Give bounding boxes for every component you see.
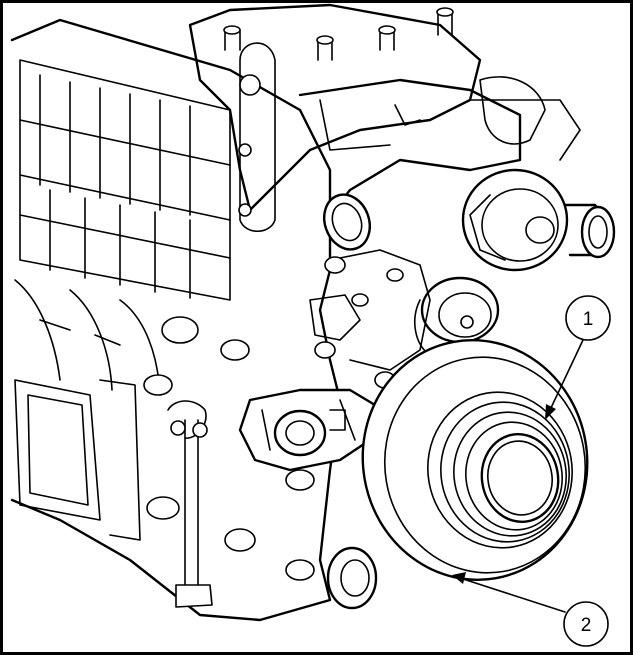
callout-2-label: 2 xyxy=(581,615,592,636)
upper-housing xyxy=(188,3,581,251)
callout-2-arrowhead xyxy=(452,572,466,584)
water-pump xyxy=(461,168,616,272)
lower-boss xyxy=(326,546,378,610)
callout-2: 2 xyxy=(452,572,609,647)
callout-1-arrowhead xyxy=(545,404,556,420)
engine-mount xyxy=(238,388,377,472)
crankshaft-pulley xyxy=(361,339,589,581)
callout-1: 1 xyxy=(545,295,611,420)
engine-block xyxy=(10,18,342,622)
callout-1-label: 1 xyxy=(583,309,594,330)
callout-1-circle xyxy=(565,295,611,341)
callout-2-circle xyxy=(563,601,609,647)
